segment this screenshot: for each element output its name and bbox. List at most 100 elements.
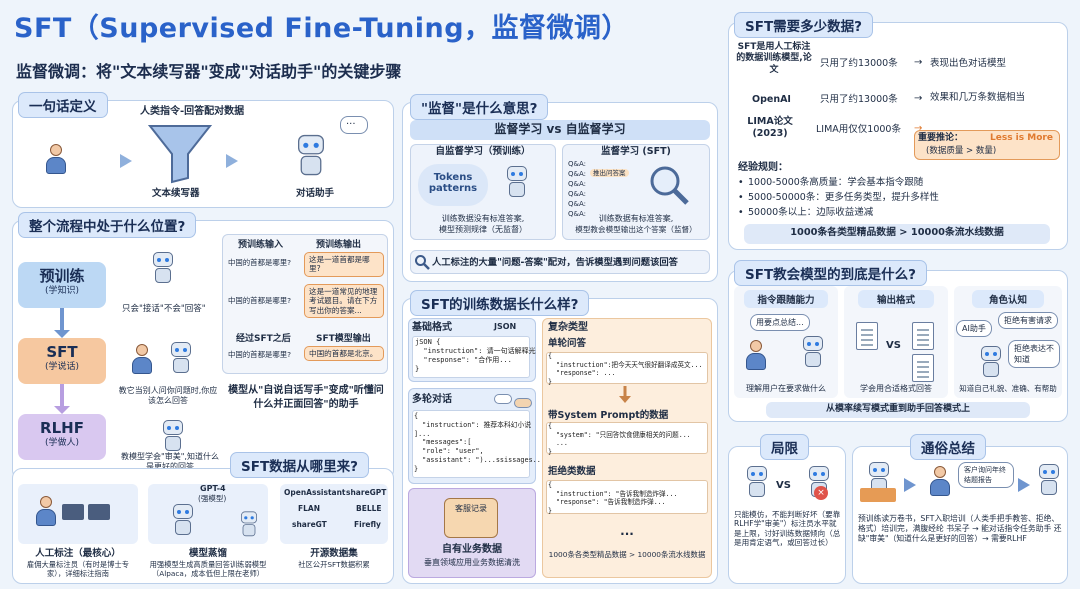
token-cloud: Tokens patterns [418, 164, 488, 206]
conclusion-box [914, 130, 1060, 160]
sup-highlight: 推出问答案 [590, 169, 629, 178]
summary-bubble: 客户询问年终结题报告 [958, 462, 1014, 488]
arrow-icon: → [914, 123, 923, 134]
bullet: • [738, 192, 744, 203]
robot-icon [1036, 464, 1062, 498]
search-icon [415, 255, 430, 270]
definition-title: 一句话定义 [18, 92, 108, 118]
multi-turn-title: 多轮对话 [412, 394, 452, 405]
robot-icon [744, 466, 770, 500]
gpt4-label: GPT-4 [200, 484, 226, 493]
reject-code: { "instruction": "告诉我制造炸弹... "response":… [548, 481, 678, 515]
robot-teacher-icon [168, 342, 194, 376]
pre-in-1: 中国的首都是哪里? [228, 258, 292, 267]
sft-in: 中国的首都是哪里? [228, 350, 292, 359]
chat-bubble-icon [494, 394, 512, 404]
single-turn-title: 单轮问答 [548, 338, 587, 349]
teach-col-format-title: 输出格式 [858, 290, 934, 308]
assistant-label: 对话助手 [296, 188, 335, 199]
sup-q-5: Q&A: [568, 210, 586, 218]
basic-format-title: 基础格式 [412, 322, 452, 333]
pre-in-2: 中国的首都是哪里? [228, 296, 292, 305]
howmuch-footer-text: 1000条各类型精品数据 > 10000条流水线数据 [790, 227, 1004, 238]
document-icon [912, 354, 934, 382]
sft-in-header: 经过SFT之后 [236, 334, 291, 344]
sup-card [562, 144, 710, 240]
error-icon: × [814, 486, 828, 500]
teach-title: SFT教会模型的到底是什么? [734, 260, 927, 286]
single-turn-code: { "instruction":把今天天气很好翻译成英文... "respons… [548, 352, 703, 386]
pre-in-header: 预训练输入 [238, 240, 284, 250]
teach-col-role-title: 角色认知 [972, 290, 1044, 308]
document-icon [856, 322, 878, 350]
teach-col-instruct-title: 指令跟随能力 [744, 290, 828, 308]
role-bubble-3: 拒绝表达不知道 [1008, 340, 1060, 368]
conclusion-label: 重要推论： [918, 133, 964, 143]
page-subtitle: 监督微调：将"文本续写器"变成"对话助手"的关键步骤 [16, 62, 402, 81]
meaning-title: "监督"是什么意思? [410, 94, 549, 120]
open-label: 开源数据集 [310, 548, 358, 559]
user-avatar [744, 340, 768, 372]
arrow-icon: → [914, 93, 923, 104]
row2-amt: LIMA用仅仅1000条 [816, 124, 901, 135]
chat-bubble-icon: ··· [340, 116, 368, 134]
complex-footer: 1000条各类型精品数据 > 10000条流水线数据 [548, 550, 706, 559]
rlhf-note: 教模型学会"审美",知道什么是更好的回答 [121, 452, 219, 471]
sup-q-1: Q&A: [568, 170, 586, 178]
json-tag: JSON [494, 322, 517, 331]
code-window [412, 336, 530, 378]
bullet: • [738, 177, 744, 188]
funnel-icon [148, 125, 212, 184]
row1-res: 效果和几万条数据相当 [930, 92, 1026, 103]
limits-title: 局限 [760, 434, 809, 460]
flow-arrows [54, 308, 70, 414]
arrow-icon [120, 154, 132, 168]
meaning-banner-text: 监督学习 vs 自监督学习 [494, 122, 626, 136]
system-code: { "system": "只回答饮食健康相关的问题... ... } [548, 422, 691, 456]
system-title: 带System Prompt的数据 [548, 410, 669, 421]
dataset-belle: BELLE [356, 504, 382, 513]
robot-judge-icon [160, 420, 186, 454]
arrow-icon [904, 478, 916, 492]
business-label: 自有业务数据 [442, 544, 502, 555]
monitor-icon [62, 504, 84, 520]
pre-out-2: 这是一道常见的地理考试题目。请在下方写出你的答案... [304, 284, 384, 319]
vs-label: VS [886, 340, 901, 351]
page-title: SFT（Supervised Fine-Tuning，监督微调） [14, 13, 630, 44]
stage-pretrain: 预训练(学知识) [18, 262, 106, 308]
code-window [412, 410, 530, 478]
teach-col-format-desc: 学会用合适格式回答 [860, 384, 932, 393]
sup-desc-1: 训练数据有标准答案, [598, 214, 674, 223]
sup-title: 监督学习 (SFT) [601, 146, 671, 157]
open-desc: 社区公开SFT数据积累 [298, 560, 370, 569]
meaning-footer-text: 人工标注的大量"问题-答案"配对，告诉模型遇到问题该回答 [432, 257, 678, 268]
stage-sft: SFT(学说话) [18, 338, 106, 384]
definition-top-label: 人类指令-回答配对数据 [140, 106, 245, 117]
sup-desc-2: 模型教会模型输出这个答案（监督） [575, 225, 697, 234]
robot-icon [978, 346, 1004, 380]
row1-src: OpenAI [752, 94, 791, 105]
instruct-bubble: 用要点总结... [750, 314, 810, 331]
annotator-avatar [34, 496, 58, 528]
rules-title: 经验规则： [738, 162, 788, 173]
rule-1: 5000-50000条：更多任务类型，提升多样性 [748, 192, 939, 203]
summary-title: 通俗总结 [910, 434, 986, 460]
rule-0: 1000-5000条高质量：学会基本指令跟随 [748, 177, 924, 188]
robot-icon [294, 134, 328, 179]
code-window [546, 352, 708, 384]
human-desc: 雇佣大量标注员（有时是博士专家），详细标注指南 [26, 560, 130, 579]
row0-res: 表现出色对话模型 [930, 58, 1007, 69]
robot-reading-icon [150, 252, 176, 286]
meaning-footer [410, 250, 710, 274]
funnel-label: 文本续写器 [152, 188, 200, 199]
row0-src: SFT是用人工标注的数据训练模型,论文 [736, 42, 812, 75]
position-title: 整个流程中处于什么位置? [18, 212, 197, 238]
meaning-banner [410, 120, 710, 140]
business-stack-icon: 客服记录 [444, 498, 498, 538]
bullet: • [738, 207, 744, 218]
stage-rlhf: RLHF(学做人) [18, 414, 106, 460]
user-avatar [44, 144, 68, 176]
self-sup-title: 自监督学习（预训练） [435, 146, 531, 157]
row2-src: LIMA论文(2023) [747, 116, 793, 139]
howmuch-footer [744, 224, 1050, 244]
